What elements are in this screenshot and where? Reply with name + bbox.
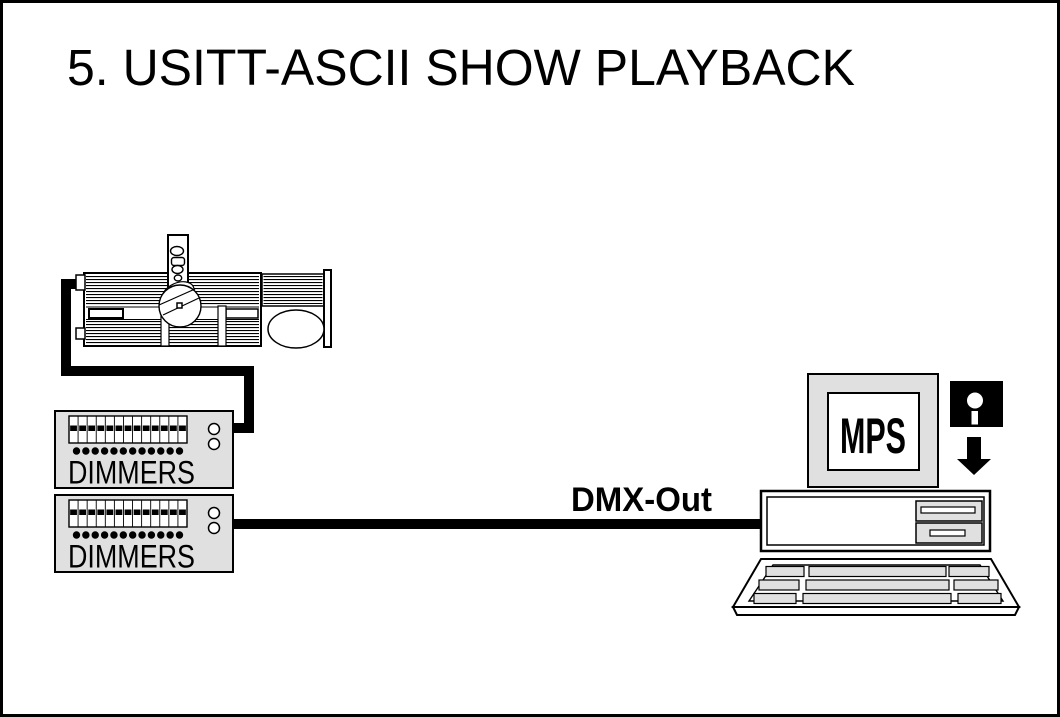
- monitor-screen: [827, 392, 920, 471]
- fixture-lens: [267, 309, 325, 349]
- dmx-out-label: DMX-Out: [571, 481, 712, 519]
- slide-title: 5. USITT-ASCII SHOW PLAYBACK: [67, 39, 855, 96]
- fader-sliders: [70, 500, 221, 539]
- fixture-to-dimmer-cable: [61, 279, 254, 433]
- fixture-ribs-bottom: [86, 321, 259, 344]
- computer-monitor: MPS: [807, 373, 939, 488]
- download-arrow-icon: [957, 437, 991, 475]
- monitor-screen-label: MPS: [840, 408, 906, 464]
- stage-light-illustration: [75, 234, 332, 349]
- floppy-disk-icon: [950, 381, 1003, 427]
- drive-slot: [920, 506, 976, 514]
- fixture-front-lip: [323, 269, 332, 348]
- drive-slot: [929, 529, 966, 537]
- computer-keyboard: [731, 558, 1021, 616]
- fixture-label-plate: [225, 308, 259, 319]
- dimmer-label: DIMMERS: [68, 539, 195, 575]
- diagram-canvas: 5. USITT-ASCII SHOW PLAYBACK: [54, 39, 1021, 616]
- fixture-label-plate: [88, 308, 124, 319]
- dimmer-label: DIMMERS: [68, 455, 195, 491]
- dimmer-unit: DIMMERS: [54, 494, 234, 575]
- fixture-clamp: [158, 281, 202, 328]
- dimmer-unit: DIMMERS: [54, 410, 234, 491]
- computer-system-unit: [759, 489, 992, 553]
- fader-sliders: [70, 416, 221, 455]
